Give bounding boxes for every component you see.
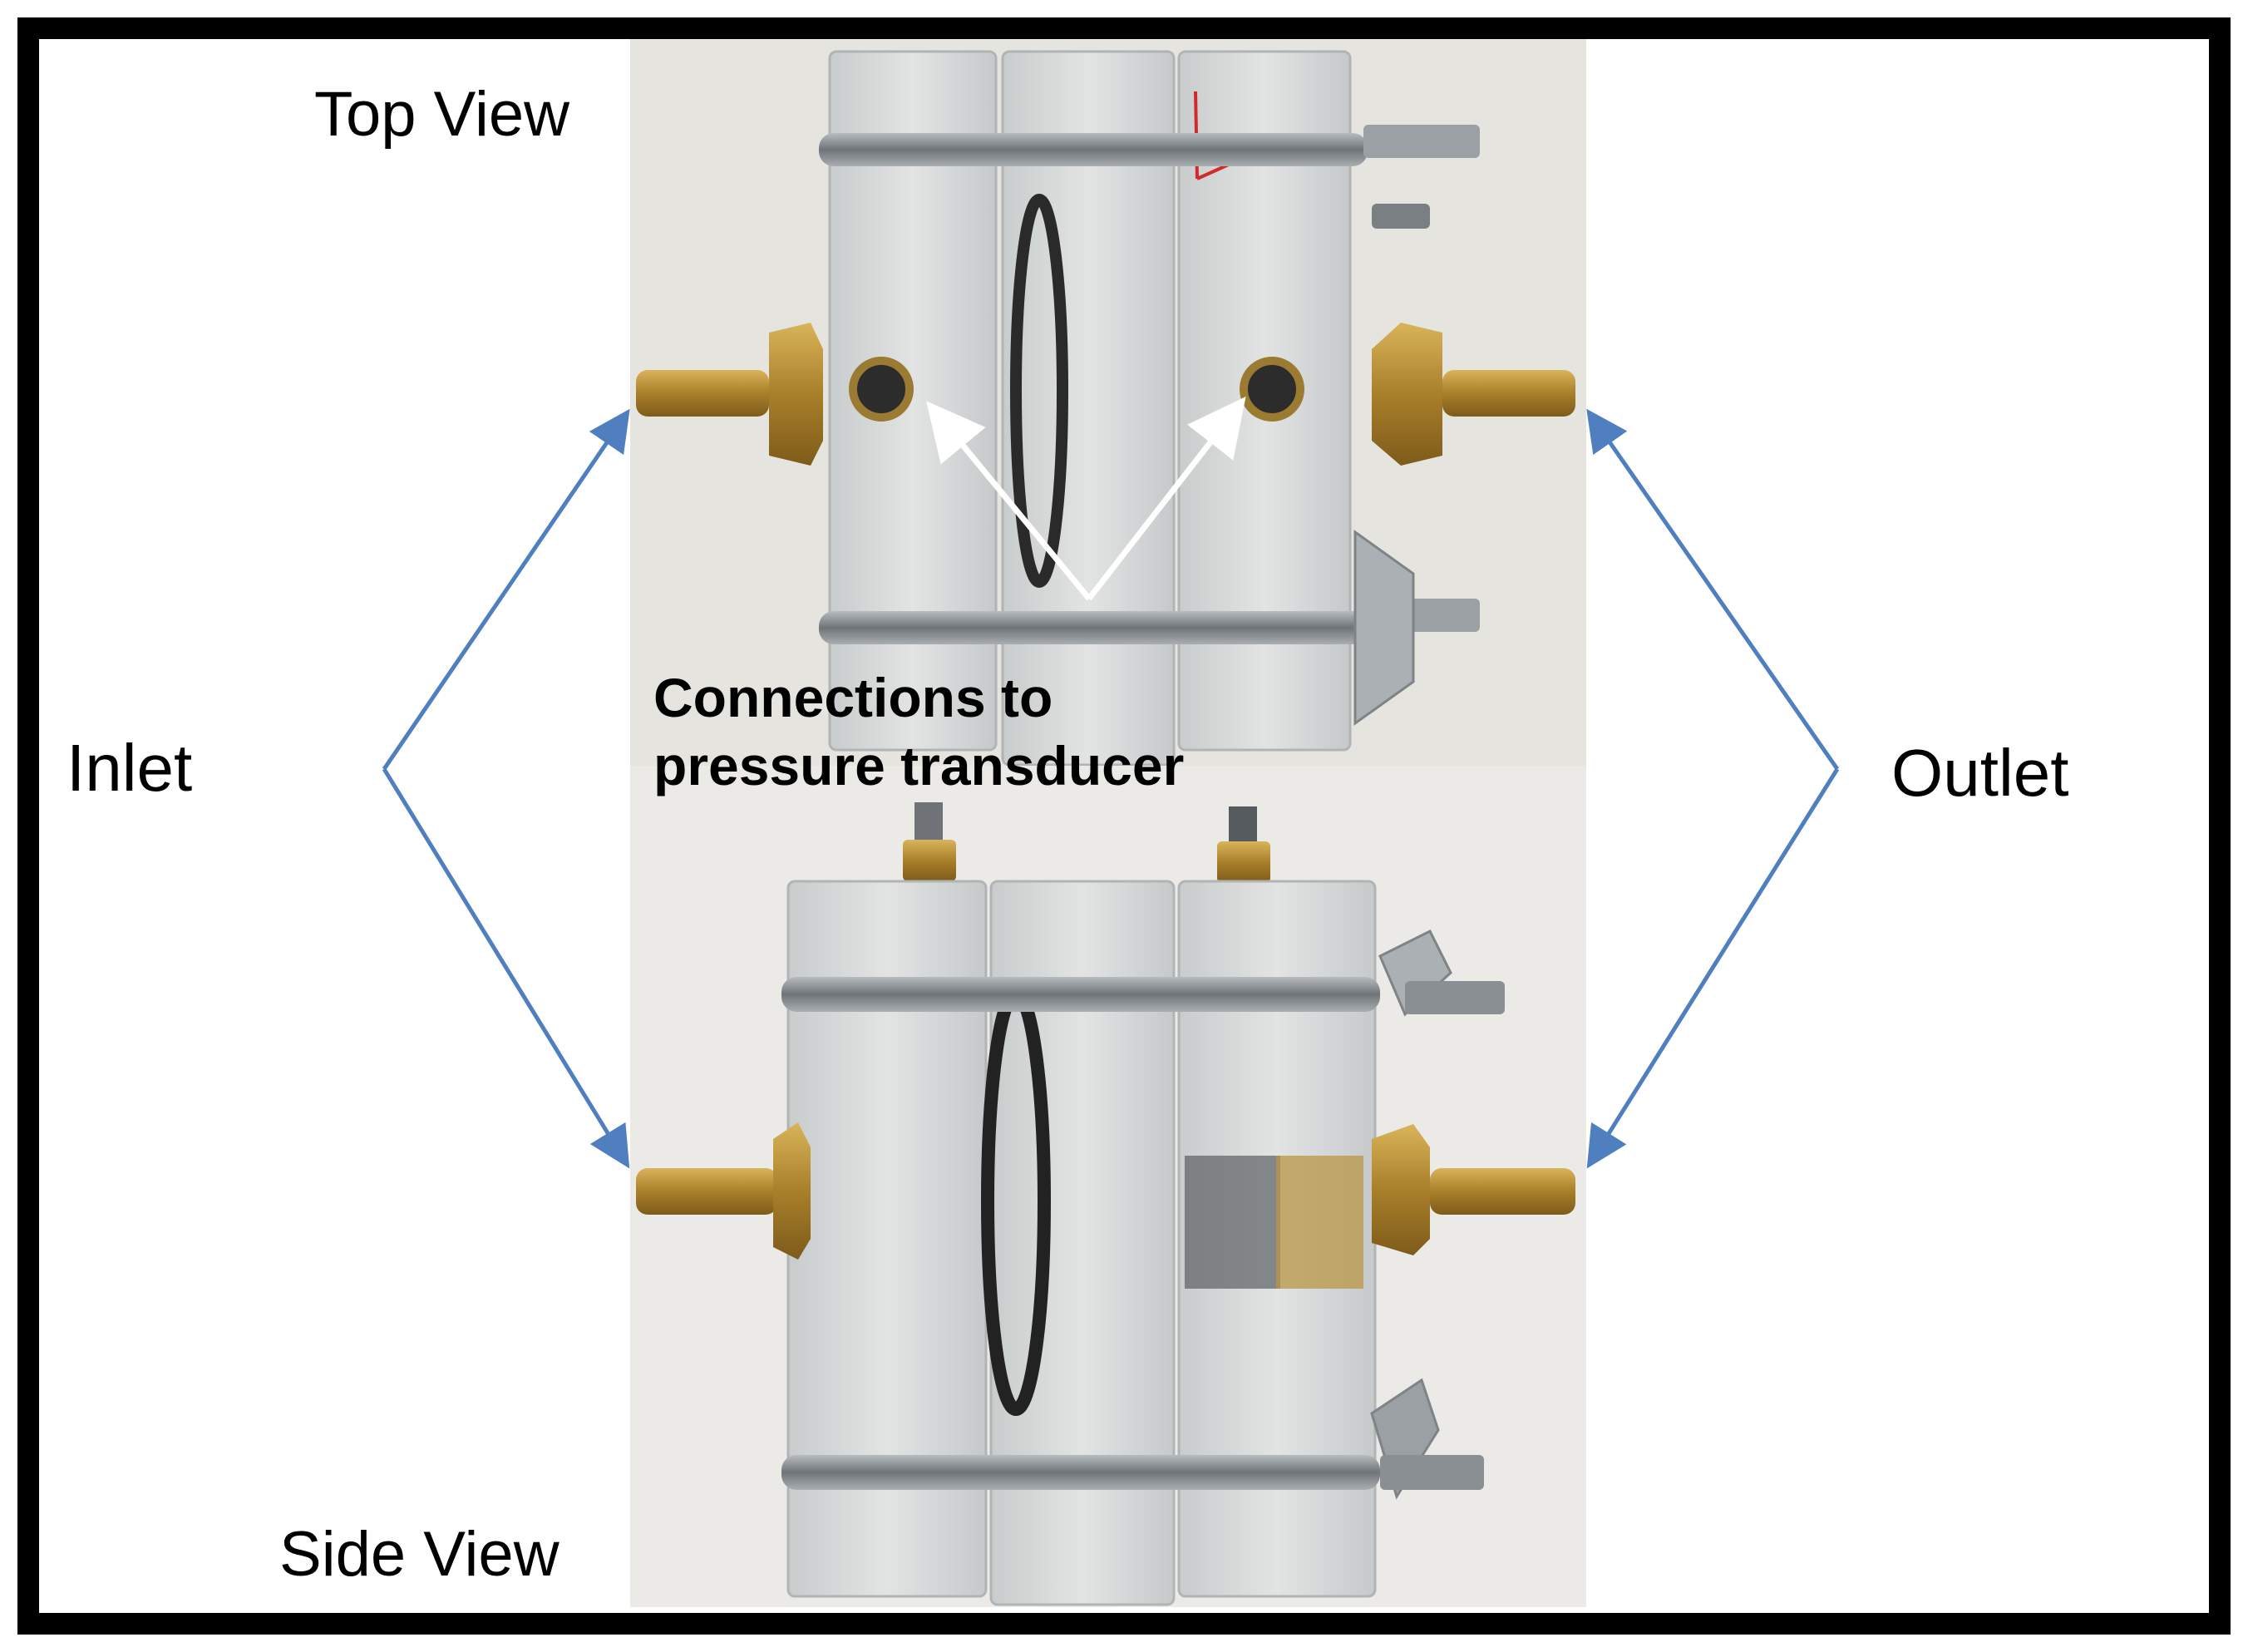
callout-arrows (926, 396, 1246, 601)
top-view-photo (630, 39, 1586, 767)
top-view-label: Top View (314, 79, 570, 150)
inlet-arrows (382, 408, 630, 1169)
side-view-label: Side View (279, 1519, 560, 1590)
callout-line-1: Connections to (653, 667, 1053, 728)
callout-line-2: pressure transducer (653, 735, 1185, 796)
outlet-arrows (1586, 408, 1840, 1169)
outlet-label: Outlet (1891, 736, 2069, 810)
side-view-photo (630, 766, 1586, 1607)
inlet-label: Inlet (67, 731, 193, 805)
